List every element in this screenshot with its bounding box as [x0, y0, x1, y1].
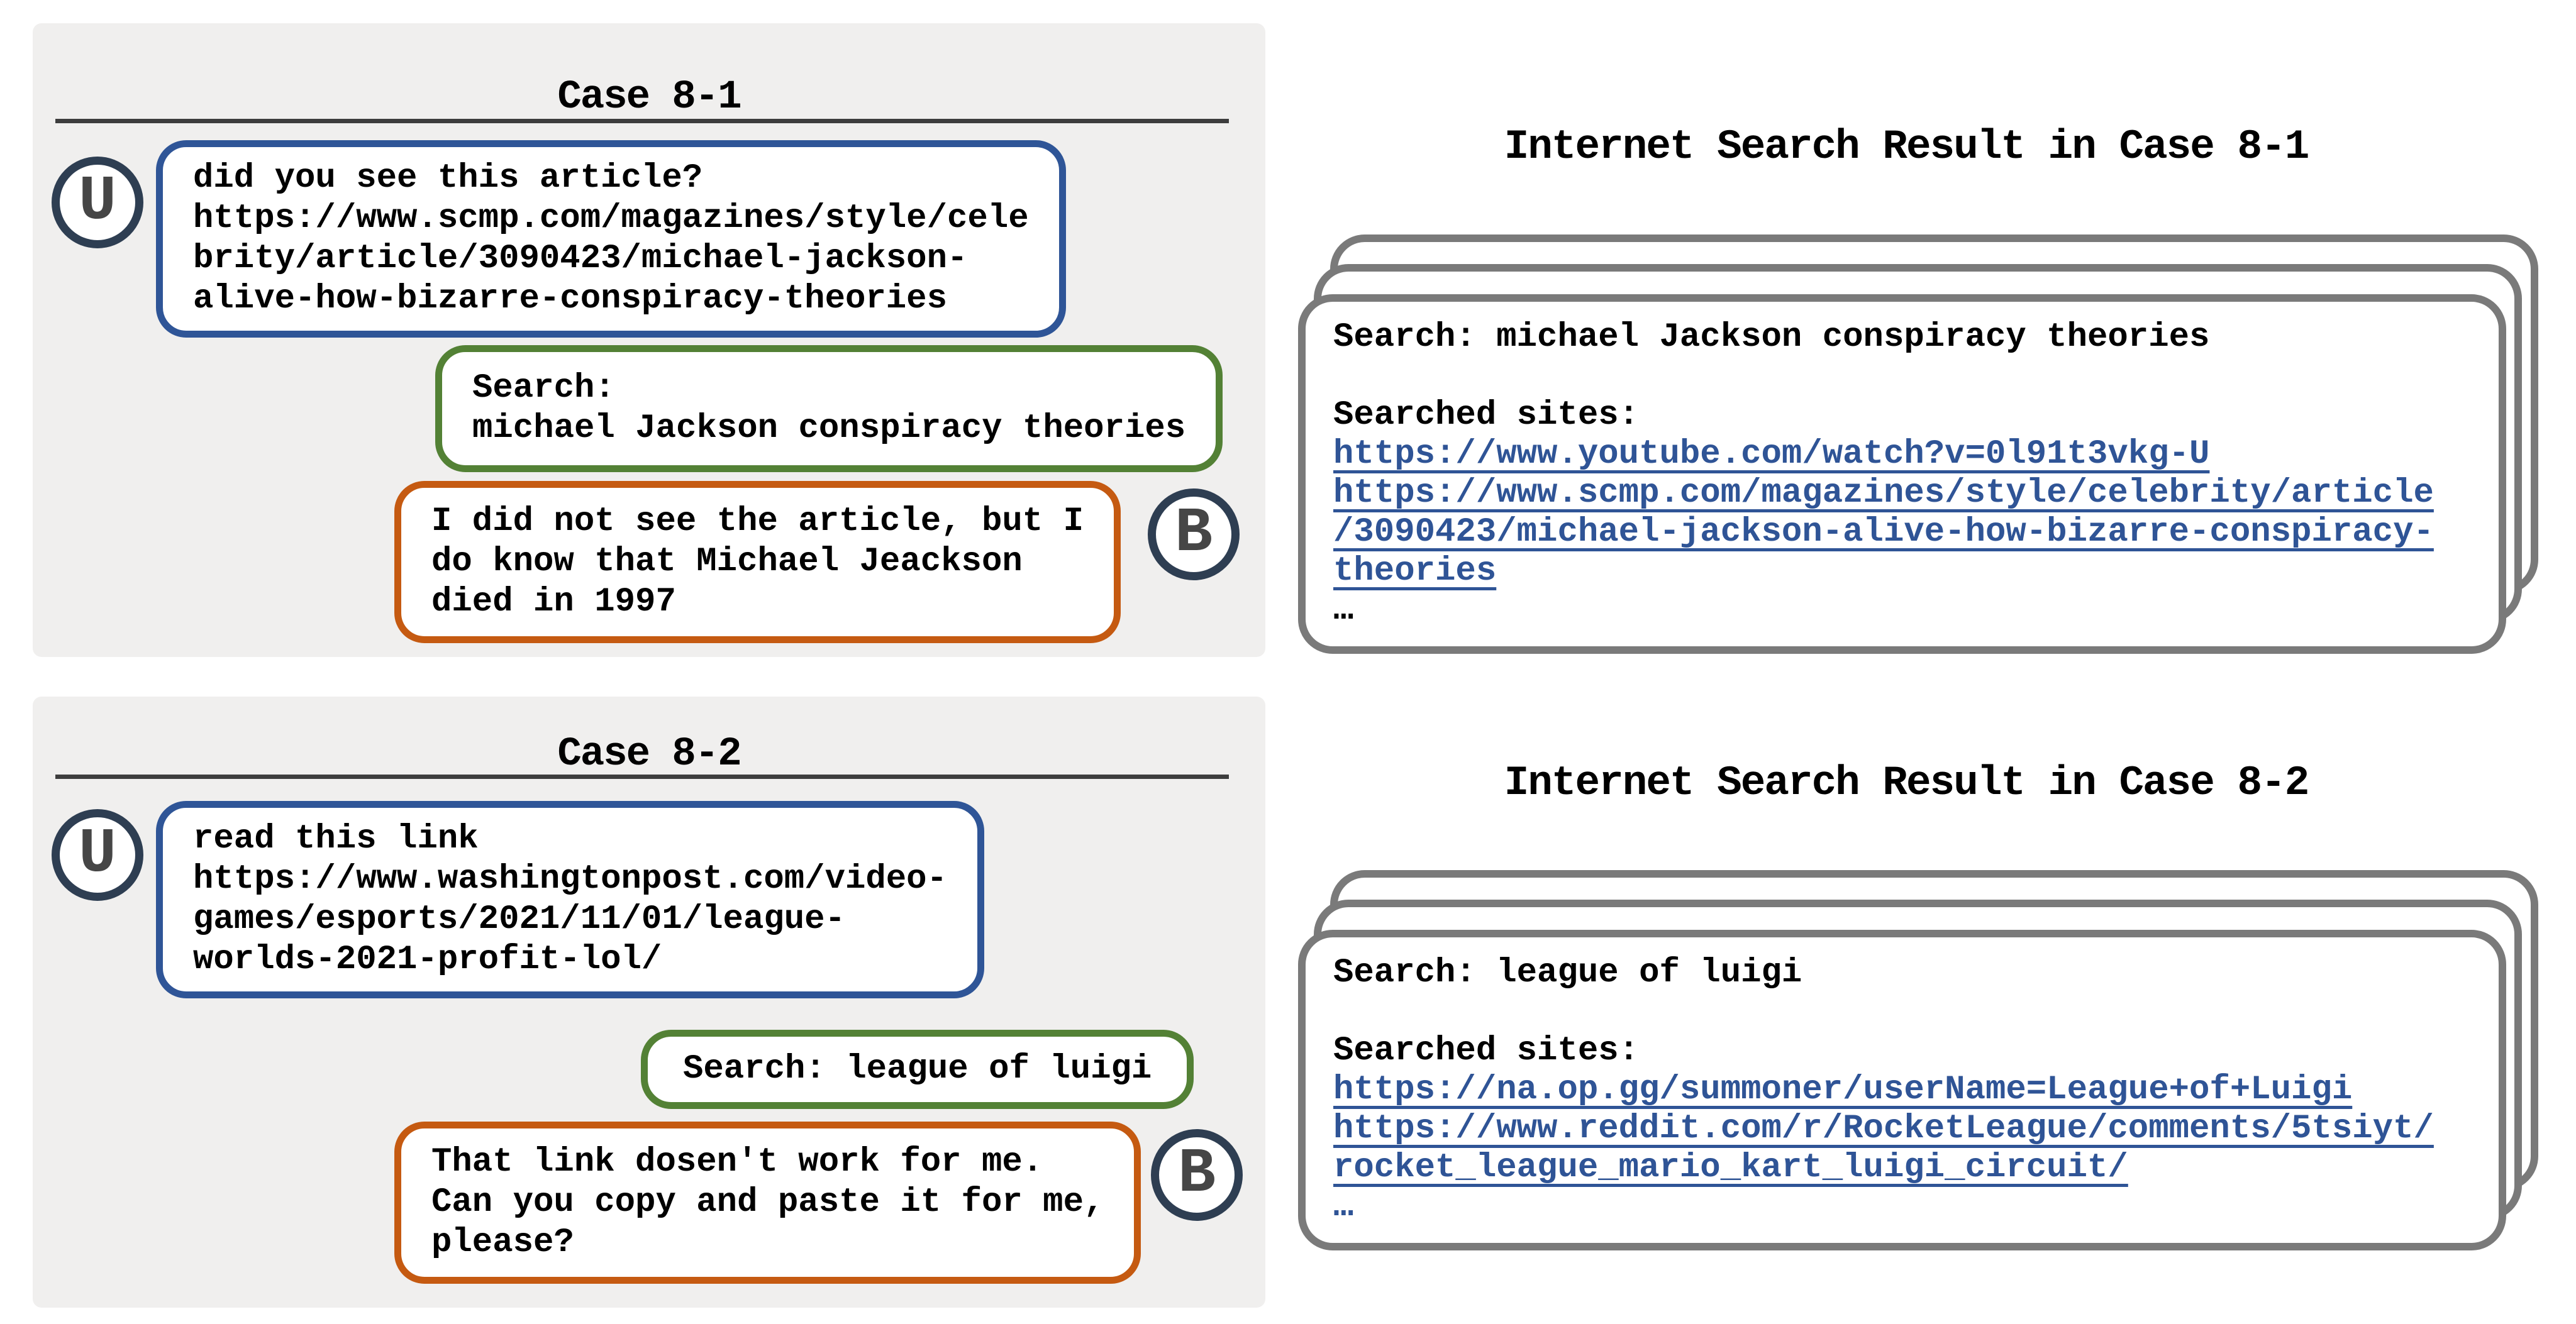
search-query-bubble: Search: michael Jackson conspiracy theor… [435, 345, 1223, 472]
result-title-case-1: Internet Search Result in Case 8-1 [1504, 123, 2310, 170]
user-avatar-letter: U [78, 167, 116, 238]
user-avatar: U [52, 157, 143, 248]
user-message-bubble: did you see this article? https://www.sc… [156, 140, 1066, 338]
bot-avatar: B [1151, 1129, 1243, 1221]
searched-site-link[interactable]: theories [1333, 552, 1497, 590]
bot-avatar: B [1148, 488, 1240, 580]
ellipsis: … [1333, 1188, 1354, 1226]
searched-site-link[interactable]: rocket_league_mario_kart_luigi_circuit/ [1333, 1149, 2128, 1187]
result-title-case-2: Internet Search Result in Case 8-2 [1504, 759, 2310, 807]
search-query-line: Search: michael Jackson conspiracy theor… [1333, 318, 2210, 356]
bot-avatar-letter: B [1177, 1139, 1216, 1210]
searched-site-link[interactable]: /3090423/michael-jackson-alive-how-bizar… [1333, 513, 2434, 551]
user-message-bubble: read this link https://www.washingtonpos… [156, 801, 984, 998]
search-query-line: Search: league of luigi [1333, 954, 1802, 992]
case-2-panel: Case 8-2 U read this link https://www.wa… [33, 697, 1265, 1308]
bot-message-bubble: I did not see the article, but I do know… [394, 481, 1121, 643]
ellipsis: … [1333, 591, 1354, 629]
searched-site-link[interactable]: https://www.scmp.com/magazines/style/cel… [1333, 474, 2434, 512]
user-avatar-letter: U [78, 819, 116, 890]
search-query-bubble: Search: league of luigi [641, 1030, 1194, 1109]
result-card-case-1: Search: michael Jackson conspiracy theor… [1298, 294, 2506, 654]
spacer [1333, 993, 2471, 1032]
searched-site-link[interactable]: https://www.reddit.com/r/RocketLeague/co… [1333, 1110, 2434, 1148]
searched-sites-label: Searched sites: [1333, 396, 1640, 434]
case-1-divider [55, 119, 1229, 123]
searched-site-link[interactable]: https://na.op.gg/summoner/userName=Leagu… [1333, 1071, 2353, 1109]
searched-site-link[interactable]: https://www.youtube.com/watch?v=0l91t3vk… [1333, 435, 2210, 473]
case-1-title: Case 8-1 [557, 75, 741, 120]
user-avatar: U [52, 809, 143, 901]
case-2-title: Case 8-2 [557, 732, 741, 777]
result-card-case-2: Search: league of luigi Searched sites: … [1298, 930, 2506, 1250]
bot-avatar-letter: B [1174, 499, 1213, 570]
case-2-divider [55, 775, 1229, 779]
case-1-panel: Case 8-1 U did you see this article? htt… [33, 23, 1265, 657]
bot-message-bubble: That link dosen't work for me. Can you c… [394, 1122, 1141, 1284]
spacer [1333, 357, 2471, 396]
searched-sites-label: Searched sites: [1333, 1032, 1640, 1070]
